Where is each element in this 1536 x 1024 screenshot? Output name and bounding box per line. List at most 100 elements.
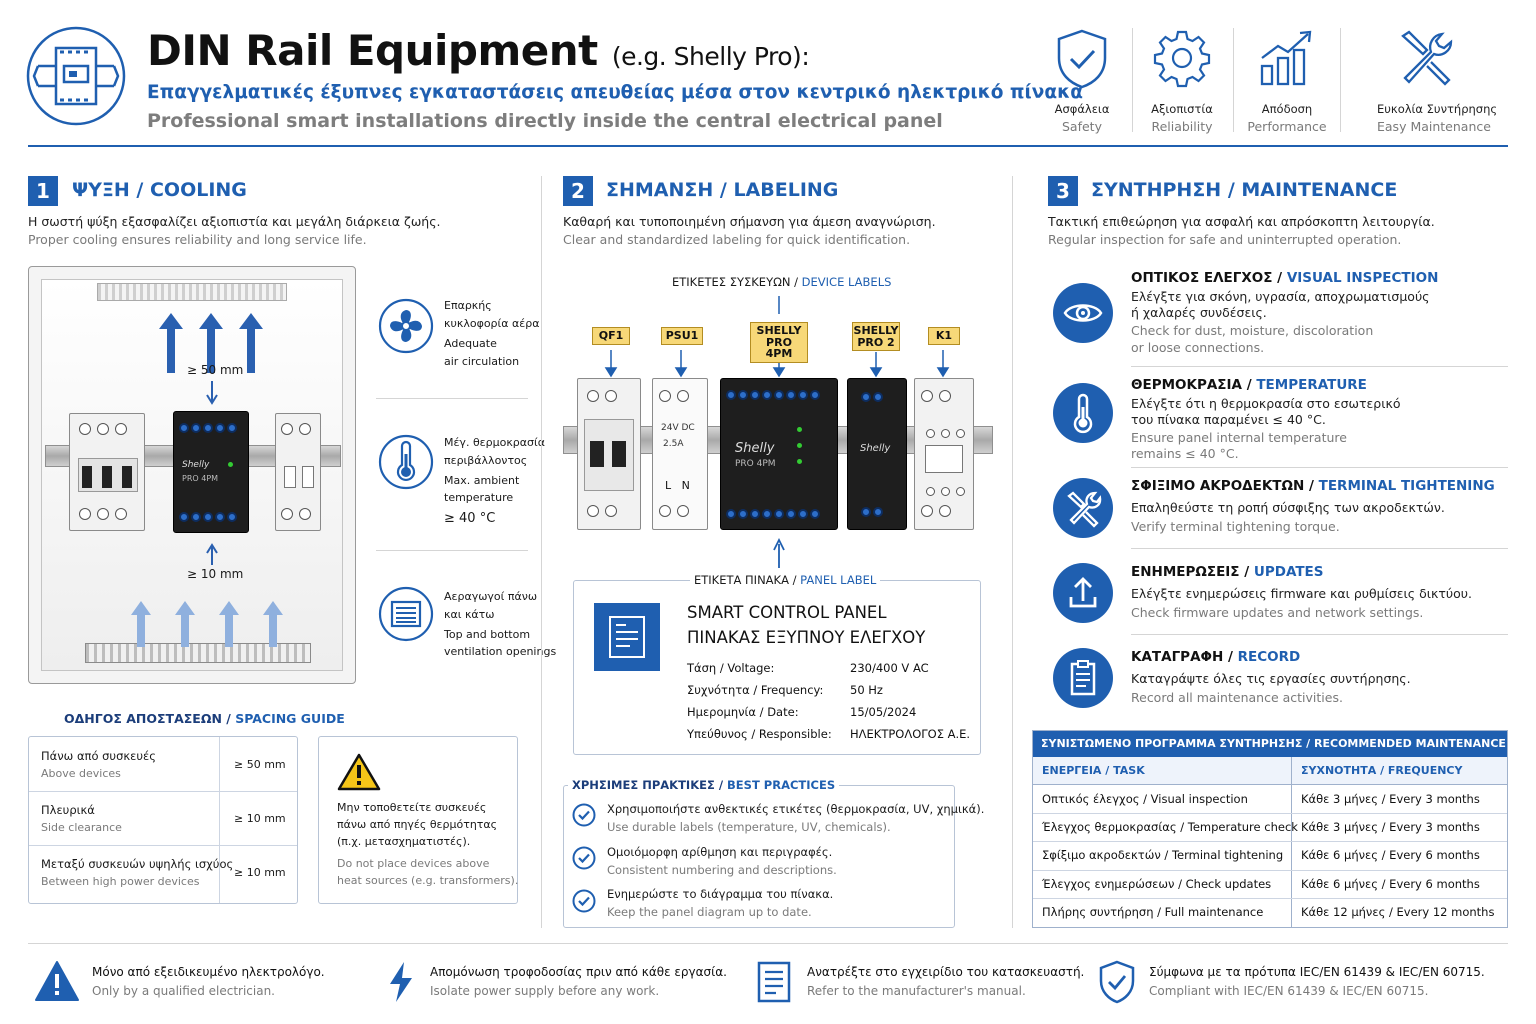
item-title-gr: ΟΠΤΙΚΟΣ ΕΛΕΓΧΟΣ / xyxy=(1131,270,1283,286)
tip-gr2: κυκλοφορία αέρα xyxy=(444,317,540,330)
circuit-breaker-3pole xyxy=(69,413,145,531)
psu-terminals: L N xyxy=(665,479,690,492)
guide-row-en: Above devices xyxy=(41,767,121,780)
section-desc-en: Proper cooling ensures reliability and l… xyxy=(28,232,367,247)
page-title: DIN Rail Equipment (e.g. Shelly Pro): xyxy=(147,26,810,75)
device-model: PRO 4PM xyxy=(735,459,776,469)
subtitle-english: Professional smart installations directl… xyxy=(147,110,943,132)
topic-label-gr: Ευκολία Συντήρησης xyxy=(1377,102,1498,116)
warning-gr1: Μην τοποθετείτε συσκευές xyxy=(337,801,487,814)
psu1-power-supply: 24V DC 2.5A L N xyxy=(652,378,708,530)
item-en1: Ensure panel internal temperature xyxy=(1131,430,1347,445)
guide-row-gr: Πάνω από συσκευές xyxy=(41,749,156,763)
warning-en2: heat sources (e.g. transformers). xyxy=(337,874,519,887)
item-title: ΟΠΤΙΚΟΣ ΕΛΕΓΧΟΣ / VISUAL INSPECTION xyxy=(1131,270,1438,286)
schedule-frequency: Κάθε 6 μήνες / Every 6 months xyxy=(1301,877,1480,891)
bp-en: Keep the panel diagram up to date. xyxy=(607,905,812,919)
device-labels-heading: ΕΤΙΚΕΤΕΣ ΣΥΣΚΕΥΩΝ / DEVICE LABELS xyxy=(672,275,892,289)
device-brand: Shelly xyxy=(182,460,210,470)
card-row-value: ΗΛΕΚΤΡΟΛΟΓΟΣ Α.Ε. xyxy=(850,727,971,741)
guide-row-value: ≥ 10 mm xyxy=(234,866,286,879)
topic-label-en: Performance xyxy=(1247,119,1327,134)
topic-safety: Ασφάλεια Safety xyxy=(1032,28,1132,134)
bar-chart-up-icon xyxy=(1260,30,1312,86)
shield-check-icon xyxy=(1057,29,1107,89)
item-title-gr: ΣΦΙΞΙΜΟ ΑΚΡΟΔΕΚΤΩΝ / xyxy=(1131,478,1314,494)
clipboard-icon xyxy=(1053,648,1113,708)
gap-top-dim-arrow xyxy=(206,381,218,405)
card-row-key: Υπεύθυνος / Responsible: xyxy=(687,727,832,741)
tag-line1: QF1 xyxy=(598,329,624,342)
topic-reliability: Αξιοπιστία Reliability xyxy=(1132,28,1232,134)
item-title-en: TEMPERATURE xyxy=(1256,377,1367,393)
item-en2: remains ≤ 40 °C. xyxy=(1131,446,1239,461)
upload-icon xyxy=(1053,563,1113,623)
heat-source-warning: Μην τοποθετείτε συσκευές πάνω από πηγές … xyxy=(318,736,518,904)
schedule-title: ΣΥΝΙΣΤΩΜΕΝΟ ΠΡΟΓΡΑΜΜΑ ΣΥΝΤΗΡΗΣΗΣ / RECOM… xyxy=(1033,731,1536,757)
tag-line2: PRO 4PM xyxy=(765,335,793,361)
document-label-icon xyxy=(594,603,660,671)
psu-current: 2.5A xyxy=(663,439,684,449)
best-practices-title: ΧΡΗΣΙΜΕΣ ΠΡΑΚΤΙΚΕΣ / BEST PRACTICES xyxy=(568,778,840,792)
document-icon xyxy=(757,961,791,1003)
item-en1: Check for dust, moisture, discoloration xyxy=(1131,323,1374,338)
guide-row-value: ≥ 50 mm xyxy=(234,758,286,771)
guide-row-en: Side clearance xyxy=(41,821,122,834)
device-brand: Shelly xyxy=(860,443,891,454)
gap-bottom-label: ≥ 10 mm xyxy=(187,567,244,581)
item-gr1: Καταγράψτε όλες τις εργασίες συντήρησης. xyxy=(1131,671,1411,686)
bp-title-gr: ΧΡΗΣΙΜΕΣ ΠΡΑΚΤΙΚΕΣ xyxy=(572,778,715,792)
panel-label-pointer xyxy=(773,538,785,568)
shelly-pro-2: Shelly xyxy=(847,378,907,530)
device-model: PRO 4PM xyxy=(182,474,219,483)
check-circle-icon xyxy=(572,889,596,913)
tip-en1: Top and bottom xyxy=(444,628,531,641)
section-title: ΨΥΞΗ / COOLING xyxy=(72,179,247,201)
tag-line1: SHELLY xyxy=(756,324,802,337)
check-circle-icon xyxy=(572,803,596,827)
item-title-en: UPDATES xyxy=(1253,564,1324,580)
tip-gr1: Αεραγωγοί πάνω xyxy=(444,590,538,603)
item-title-gr: ΕΝΗΜΕΡΩΣΕΙΣ / xyxy=(1131,564,1250,580)
tip-en1: Max. ambient xyxy=(444,474,520,487)
item-title: ΘΕΡΜΟΚΡΑΣΙΑ / TEMPERATURE xyxy=(1131,377,1367,393)
tip-en1: Adequate xyxy=(444,337,497,350)
footer-gr: Ανατρέξτε στο εγχειρίδιο του κατασκευαστ… xyxy=(807,965,1085,979)
tip-en2: air circulation xyxy=(444,355,520,368)
psu-voltage: 24V DC xyxy=(661,423,695,433)
section-number: 2 xyxy=(563,176,593,206)
topic-performance: Απόδοση Performance xyxy=(1237,28,1337,134)
check-circle-icon xyxy=(572,846,596,870)
shelly-pro-device: Shelly PRO 4PM xyxy=(173,411,249,533)
card-row-key: Συχνότητα / Frequency: xyxy=(687,683,824,697)
schedule-col-frequency: ΣΥΧΝΟΤΗΤΑ / FREQUENCY xyxy=(1301,764,1463,777)
schedule-task: Έλεγχος θερμοκρασίας / Temperature check xyxy=(1042,820,1298,834)
airflow-bottom-arrows xyxy=(131,601,283,647)
item-title-gr: ΘΕΡΜΟΚΡΑΣΙΑ / xyxy=(1131,377,1252,393)
tip-en2: temperature xyxy=(444,491,514,504)
warning-gr2: πάνω από πηγές θερμότητας xyxy=(337,818,498,831)
schedule-frequency: Κάθε 12 μήνες / Every 12 months xyxy=(1301,905,1495,919)
schedule-task: Πλήρης συντήρηση / Full maintenance xyxy=(1042,905,1264,919)
footer-en: Only by a qualified electrician. xyxy=(92,984,275,998)
label-leader-lines xyxy=(604,296,950,378)
device-labels-en: DEVICE LABELS xyxy=(801,275,892,289)
guide-title-en: SPACING GUIDE xyxy=(235,711,345,726)
spacing-guide-title: ΟΔΗΓΟΣ ΑΠΟΣΤΑΣΕΩΝ / SPACING GUIDE xyxy=(64,711,345,726)
card-title-en: SMART CONTROL PANEL xyxy=(687,603,887,622)
item-gr2: ή χαλαρές συνδέσεις. xyxy=(1131,305,1267,320)
qf1-breaker xyxy=(577,378,641,530)
tools-icon xyxy=(1053,478,1113,538)
schedule-frequency: Κάθε 3 μήνες / Every 3 months xyxy=(1301,792,1480,806)
warning-en1: Do not place devices above xyxy=(337,857,490,870)
schedule-frequency: Κάθε 3 μήνες / Every 3 months xyxy=(1301,820,1480,834)
footer-en: Isolate power supply before any work. xyxy=(430,984,660,998)
section-number: 1 xyxy=(28,176,58,206)
lightning-icon xyxy=(390,962,412,1002)
panel-label-card: SMART CONTROL PANEL ΠΙΝΑΚΑΣ ΕΞΥΠΝΟΥ ΕΛΕΓ… xyxy=(573,580,981,755)
section-title: ΣΥΝΤΗΡΗΣΗ / MAINTENANCE xyxy=(1091,179,1398,201)
topic-easy-maintenance: Ευκολία Συντήρησης Easy Maintenance xyxy=(1377,28,1498,134)
circuit-breaker-1pole xyxy=(275,413,321,531)
bp-gr: Χρησιμοποιήστε ανθεκτικές ετικέτες (θερμ… xyxy=(607,802,985,816)
guide-title-gr: ΟΔΗΓΟΣ ΑΠΟΣΤΑΣΕΩΝ xyxy=(64,711,222,726)
